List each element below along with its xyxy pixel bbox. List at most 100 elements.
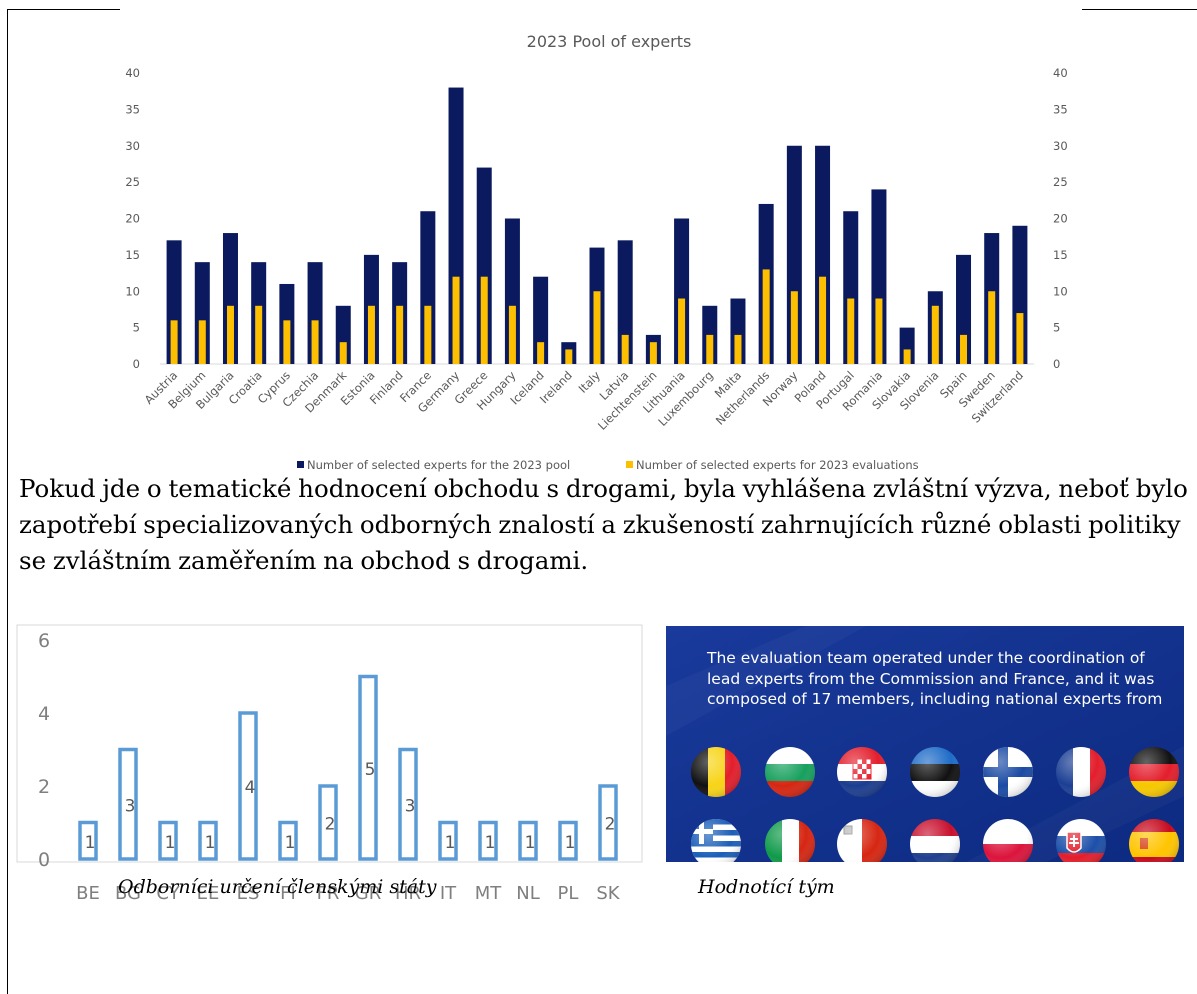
bar-evaluations-luxembourg	[706, 334, 714, 364]
chart1-left-tick-5: 5	[133, 321, 140, 335]
panel-text: The evaluation team operated under the c…	[707, 649, 1163, 708]
flag-germany-icon	[1129, 747, 1179, 797]
pool-of-experts-chart: 2023 Pool of experts 0 5 10 15 20 25 30 35 40 0 5…	[125, 32, 1068, 472]
chart2-bar-nl	[518, 820, 538, 861]
legend-label-pool: Number of selected experts for the 2023 …	[307, 458, 570, 472]
chart1-right-tick-5: 5	[1053, 321, 1060, 335]
bar-evaluations-greece	[480, 276, 488, 364]
bar-pool-latvia	[617, 240, 633, 364]
chart2-x-label-fr: FR	[317, 883, 340, 900]
legend-swatch-evaluations	[626, 461, 633, 468]
bar-pool-belgium	[194, 262, 210, 364]
bar-evaluations-cyprus	[283, 320, 291, 364]
chart2-y-tick-2: 2	[38, 776, 50, 798]
chart1-right-tick-25: 25	[1053, 175, 1068, 189]
bar-pool-portugal	[843, 211, 859, 364]
bar-evaluations-estonia	[367, 305, 375, 364]
chart2-bar-pl	[558, 820, 578, 861]
flag-netherlands-icon	[910, 819, 960, 862]
chart2-bar-fr	[318, 784, 338, 861]
flag-malta-icon	[837, 819, 887, 862]
chart2-bar-es	[238, 711, 258, 861]
chart1-left-tick-0: 0	[133, 357, 140, 371]
chart1-legend: Number of selected experts for the 2023 …	[297, 458, 919, 472]
chart2-data-label-es: 4	[245, 778, 256, 798]
bar-evaluations-czechia	[311, 320, 319, 364]
chart1-left-tick-15: 15	[125, 248, 140, 262]
bar-pool-spain	[956, 254, 972, 364]
chart2-bar-hr	[398, 747, 418, 861]
chart2-y-tick-0: 0	[38, 849, 50, 871]
chart2-data-label-cy: 1	[165, 833, 176, 853]
flag-belgium-icon	[691, 747, 741, 797]
chart1-right-tick-40: 40	[1053, 66, 1068, 80]
frame-top-border-right	[1082, 9, 1197, 10]
chart1-left-tick-35: 35	[125, 102, 140, 116]
chart1-right-tick-0: 0	[1053, 357, 1060, 371]
chart1-right-tick-35: 35	[1053, 102, 1068, 116]
bar-evaluations-ireland	[565, 349, 573, 364]
bar-evaluations-latvia	[621, 334, 629, 364]
frame-left-border	[7, 9, 8, 994]
chart2-data-label-nl: 1	[525, 833, 536, 853]
chart2-bar-gr	[358, 674, 378, 861]
bar-evaluations-slovenia	[931, 305, 939, 364]
bar-evaluations-hungary	[508, 305, 516, 364]
chart1-title: 2023 Pool of experts	[527, 32, 692, 51]
chart2-data-label-hr: 3	[405, 796, 416, 816]
chart2-x-label-mt: MT	[475, 883, 503, 900]
bar-evaluations-slovakia	[903, 349, 911, 364]
chart1-left-tick-10: 10	[125, 284, 140, 298]
flags-grid	[691, 747, 1179, 862]
chart2-bar-sk	[598, 784, 618, 861]
bar-pool-poland	[815, 145, 831, 364]
chart1-left-tick-20: 20	[125, 212, 140, 226]
flag-bulgaria-icon	[765, 747, 815, 797]
chart2-bar-it	[438, 820, 458, 861]
bar-evaluations-spain	[960, 334, 968, 364]
bar-evaluations-croatia	[255, 305, 263, 364]
bar-pool-lithuania	[674, 218, 690, 364]
bar-pool-denmark	[335, 305, 351, 364]
legend-swatch-pool	[297, 461, 304, 468]
bar-evaluations-finland	[396, 305, 404, 364]
chart2-x-label-nl: NL	[516, 883, 540, 900]
bar-evaluations-lithuania	[678, 298, 686, 364]
flag-finland-icon	[983, 747, 1033, 797]
body-paragraph: Pokud jde o tematické hodnocení obchodu …	[19, 474, 1188, 575]
evaluation-team-panel: The evaluation team operated under the c…	[666, 626, 1184, 862]
chart2-bar-cy	[158, 820, 178, 861]
frame-top-border-left	[7, 9, 120, 10]
bar-pool-norway	[786, 145, 802, 364]
bar-evaluations-malta	[734, 334, 742, 364]
chart2-x-label-bg: BG	[115, 883, 141, 900]
chart2-x-label-gr: GR	[355, 883, 381, 900]
chart2-data-label-ee: 1	[205, 833, 216, 853]
bar-evaluations-switzerland	[1016, 313, 1024, 364]
caption-left: Odborníci určení členskými státy	[118, 876, 437, 898]
bar-evaluations-norway	[790, 291, 798, 364]
bar-pool-france	[420, 211, 436, 364]
chart2-data-label-fr: 2	[325, 815, 336, 835]
chart2-data-label-gr: 5	[365, 760, 376, 780]
chart2-x-label-fi: FI	[280, 883, 296, 900]
bar-pool-slovakia	[899, 327, 915, 364]
flag-slovakia-icon	[1056, 819, 1106, 862]
flag-greece-icon	[691, 819, 741, 862]
chart1-bars	[166, 87, 1028, 365]
bar-pool-romania	[871, 189, 887, 364]
flag-italy-icon	[765, 819, 815, 862]
chart2-x-label-es: ES	[237, 883, 260, 900]
chart1-right-tick-20: 20	[1053, 212, 1068, 226]
chart1-left-tick-40: 40	[125, 66, 140, 80]
chart2-data-label-be: 1	[85, 833, 96, 853]
bar-pool-austria	[166, 240, 182, 364]
chart1-left-tick-30: 30	[125, 139, 140, 153]
bar-evaluations-portugal	[847, 298, 855, 364]
